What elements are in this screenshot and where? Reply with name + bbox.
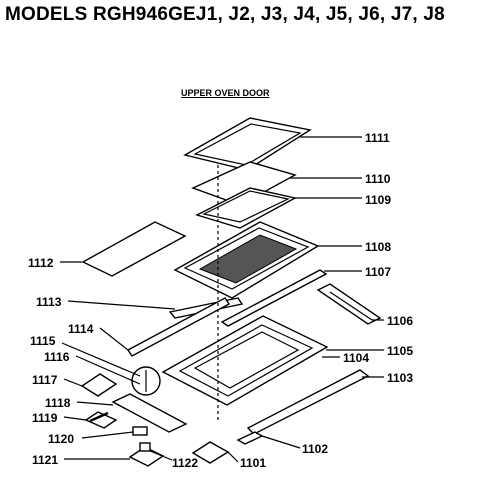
label-1101: 1101 [240,456,266,470]
part-1112-insulation [81,221,187,277]
label-1106: 1106 [387,314,413,328]
label-1104: 1104 [343,351,369,365]
part-1120-screw [132,426,148,436]
label-1116: 1116 [44,350,70,364]
label-1117: 1117 [32,373,58,387]
label-1114: 1114 [68,322,94,336]
part-1106-bracket [316,283,382,325]
part-1114-strip [126,297,231,357]
label-1110: 1110 [365,172,391,186]
part-1101-end-cap [191,441,230,464]
diagram-subtitle: UPPER OVEN DOOR [181,88,270,98]
label-1113: 1113 [36,295,62,309]
label-1105: 1105 [387,344,413,358]
label-1112: 1112 [28,256,54,270]
label-1102: 1102 [302,442,328,456]
part-1118-hinge-plate [111,393,188,433]
label-1118: 1118 [45,396,71,410]
label-1119: 1119 [32,411,58,425]
label-1103: 1103 [387,371,413,385]
part-1119-slot [84,411,118,429]
label-1121: 1121 [32,453,58,467]
part-door-liner [161,315,329,406]
part-1116-detail-circle [131,366,161,396]
part-1102-trim [236,431,264,445]
label-1120: 1120 [48,432,74,446]
part-1110-glass-panel [191,161,297,206]
label-1108: 1108 [365,240,391,254]
part-1107-top-channel [220,269,328,327]
part-1122-spring [139,442,151,452]
part-1103-strip [246,369,370,435]
label-1122: 1122 [172,456,198,470]
part-1111-trim-frame [183,117,312,171]
label-1115: 1115 [30,334,56,348]
leader-lines [60,136,384,463]
label-1111: 1111 [365,131,390,145]
part-1117-bracket [80,373,118,397]
page-title: MODELS RGH946GEJ1, J2, J3, J4, J5, J6, J… [5,4,445,25]
label-1107: 1107 [365,265,391,279]
part-1108-inner-door [173,221,320,299]
label-1109: 1109 [365,193,391,207]
